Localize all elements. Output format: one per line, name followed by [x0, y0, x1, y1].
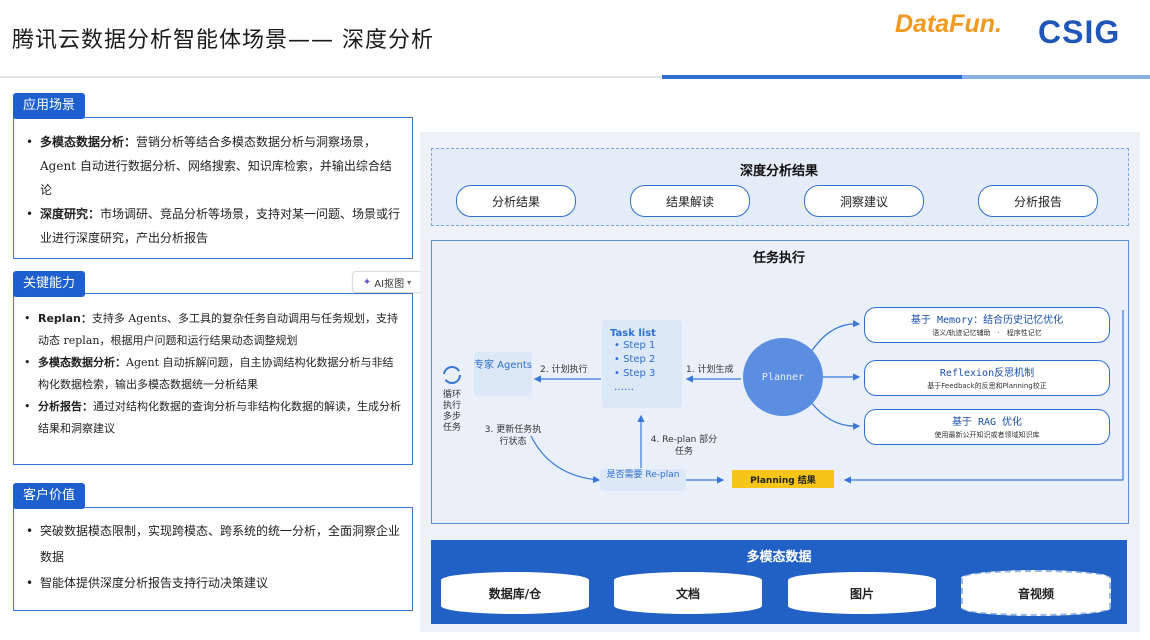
- multimodal-title: 多模态数据: [746, 550, 812, 565]
- task-step: • Step 3: [614, 368, 656, 379]
- value-item: 智能体提供深度分析报告支持行动决策建议: [26, 570, 402, 596]
- task-step: • Step 1: [614, 340, 656, 351]
- page-title: 腾讯云数据分析智能体场景—— 深度分析: [12, 28, 434, 53]
- planner-node: Planner: [743, 338, 823, 416]
- option-memory: 基于 Memory：结合历史记忆优化 语义/轨迹记忆辅助 · 程序性记忆: [864, 307, 1110, 343]
- replan-decision-node: 是否需要 Re-plan: [600, 469, 686, 491]
- data-source-document: 文档: [614, 572, 762, 614]
- edge-label-plan-execute: 2. 计划执行: [540, 365, 588, 375]
- capabilities-tab: 关键能力: [13, 271, 86, 297]
- task-list-title: Task list: [610, 328, 656, 339]
- chevron-down-icon: ▾: [407, 277, 412, 287]
- task-step-ellipsis: ……: [614, 382, 634, 393]
- csig-logo: CSIG: [1038, 14, 1121, 50]
- capabilities-panel: Replan：支持多 Agents、多工具的复杂任务自动调用与任务规划，支持动态…: [13, 293, 413, 465]
- header-divider: [0, 76, 1150, 78]
- value-item: 突破数据模态限制，实现跨模态、跨系统的统一分析，全面洞察企业数据: [26, 518, 402, 570]
- task-list-node: Task list • Step 1 • Step 2 • Step 3 ……: [602, 320, 682, 408]
- result-pill-analysis: 分析结果: [456, 185, 576, 217]
- scenarios-panel: 多模态数据分析：营销分析等结合多模态数据分析与洞察场景，Agent 自动进行数据…: [13, 117, 413, 259]
- edge-label-plan-generate: 1. 计划生成: [686, 365, 734, 375]
- edge-label-update-status: 3. 更新任务执行状态: [484, 425, 542, 447]
- scenario-item: 多模态数据分析：营销分析等结合多模态数据分析与洞察场景，Agent 自动进行数据…: [26, 130, 402, 202]
- capability-item: Replan：支持多 Agents、多工具的复杂任务自动调用与任务规划，支持动态…: [24, 308, 404, 352]
- result-pill-interpretation: 结果解读: [630, 185, 750, 217]
- header-accent-bar: [662, 75, 962, 79]
- scenario-item: 深度研究：市场调研、竞品分析等场景，支持对某一问题、场景或行业进行深度研究，产出…: [26, 202, 402, 250]
- option-reflexion: Reflexion反思机制 基于Feedback的反思和Planning校正: [864, 360, 1110, 396]
- ai-cutout-button[interactable]: ✦ AI抠图 ▾: [352, 271, 422, 293]
- data-source-database: 数据库/仓: [441, 572, 589, 614]
- header-accent-bar-light: [962, 75, 1150, 79]
- data-source-audio-video: 音视频: [961, 570, 1111, 616]
- ai-icon: ✦: [362, 276, 372, 288]
- capability-item: 多模态数据分析：Agent 自动拆解问题，自主协调结构化数据分析与非结构化数据检…: [24, 352, 404, 396]
- planning-result-node: Planning 结果: [732, 470, 834, 488]
- loop-label: 循环执行多步任务: [442, 390, 461, 433]
- option-rag: 基于 RAG 优化 使用最新公开知识或者领域知识库: [864, 409, 1110, 445]
- scenarios-tab: 应用场景: [13, 93, 86, 119]
- value-panel: 突破数据模态限制，实现跨模态、跨系统的统一分析，全面洞察企业数据 智能体提供深度…: [13, 507, 413, 611]
- edge-label-replan: 4. Re-plan 部分任务: [650, 435, 718, 457]
- result-pill-report: 分析报告: [978, 185, 1098, 217]
- task-title: 任务执行: [752, 251, 805, 266]
- task-step: • Step 2: [614, 354, 656, 365]
- value-tab: 客户价值: [13, 483, 86, 509]
- result-pill-insight: 洞察建议: [804, 185, 924, 217]
- results-title: 深度分析结果: [739, 164, 818, 179]
- expert-agents-node: 专家 Agents: [474, 352, 532, 396]
- capability-item: 分析报告：通过对结构化数据的查询分析与非结构化数据的解读，生成分析结果和洞察建议: [24, 396, 404, 440]
- datafun-logo: DataFun.: [895, 10, 1002, 38]
- task-arrows: [530, 310, 1124, 484]
- data-source-image: 图片: [788, 572, 936, 614]
- loop-icon: [441, 364, 463, 386]
